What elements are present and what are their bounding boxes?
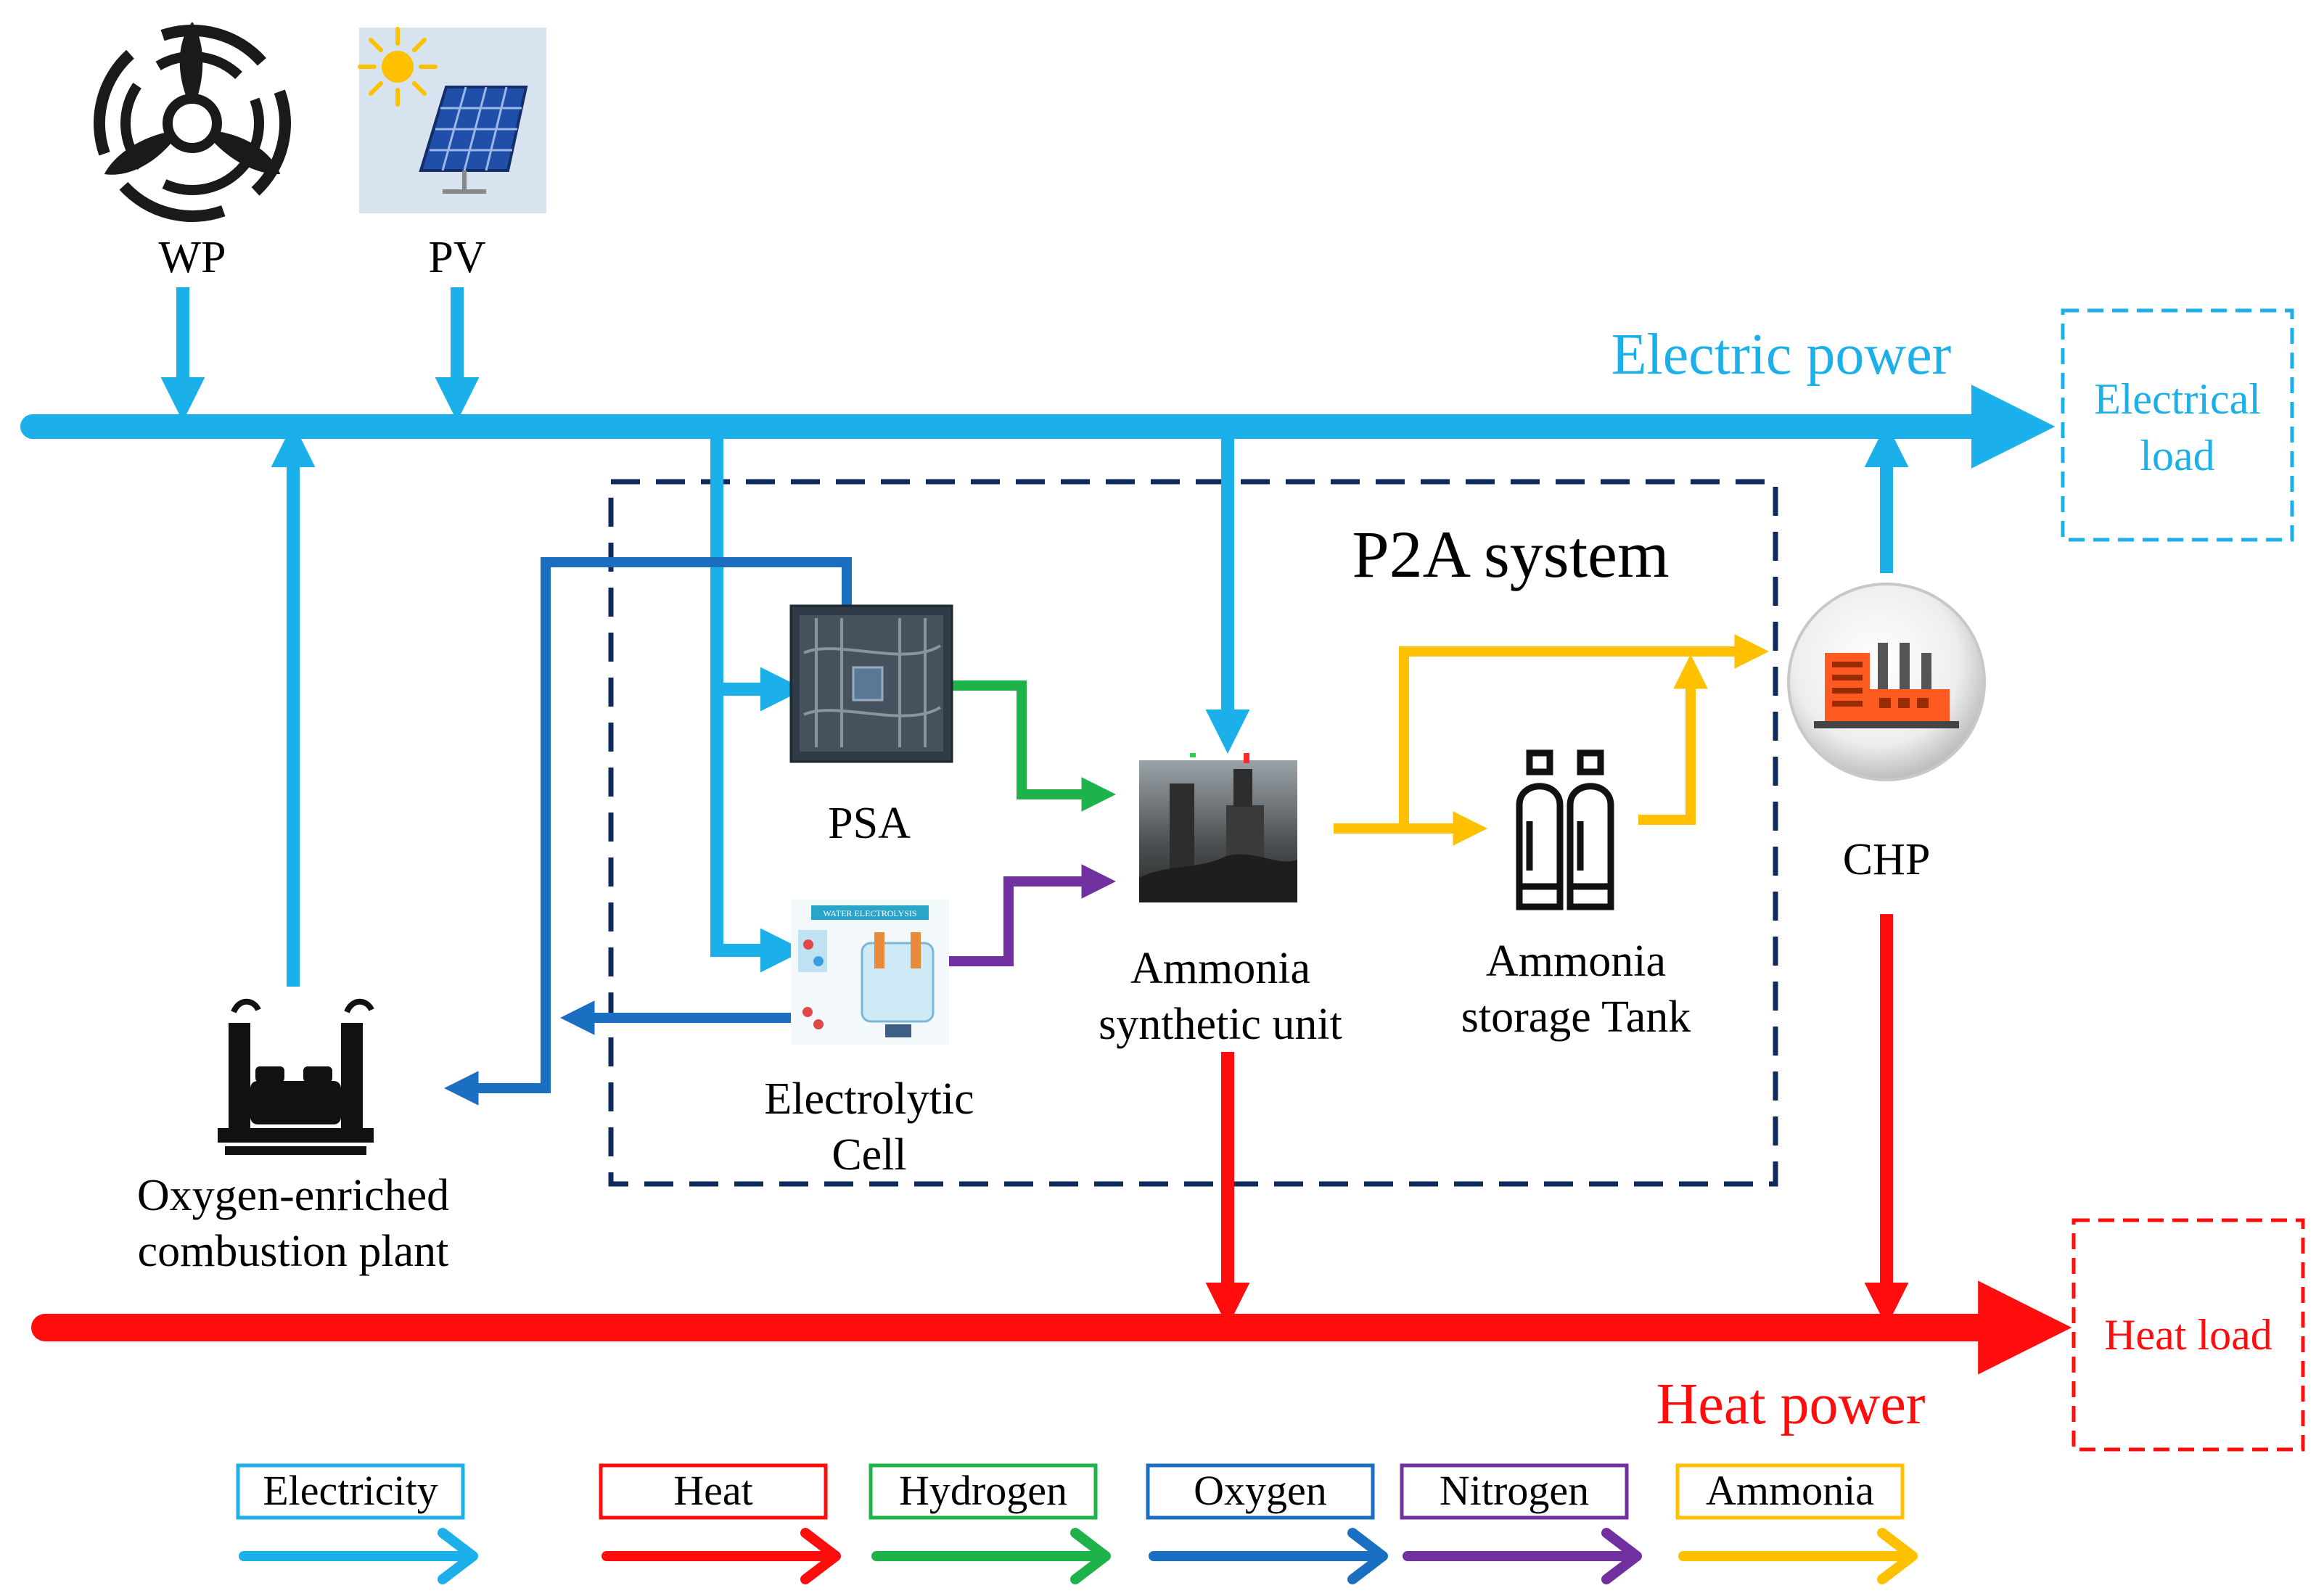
legend-item-heat: Heat <box>599 1463 841 1584</box>
legend-arrowhead <box>1347 1528 1388 1584</box>
ammonia-unit-label-line2: synthetic unit <box>1099 1000 1342 1049</box>
electric-power-label: Electric power <box>1611 323 1952 387</box>
heat-load-box <box>2072 1218 2305 1452</box>
legend-arrowhead <box>1877 1528 1918 1584</box>
nitrogen-flow-line <box>947 864 1117 966</box>
electrical-load-line1: Electrical <box>2094 375 2261 423</box>
ammonia-storage-tank-icon <box>1516 749 1614 910</box>
legend-item-oxygen: Oxygen <box>1146 1463 1388 1584</box>
ammonia-flows <box>1334 634 1770 846</box>
psa-unit-image <box>789 604 953 763</box>
legend-arrowhead <box>1070 1528 1111 1584</box>
legend-label: Nitrogen <box>1440 1467 1589 1514</box>
heat-power-label: Heat power <box>1656 1373 1926 1436</box>
combustion-label-line2: combustion plant <box>138 1227 449 1276</box>
hydrogen-flow-line <box>952 680 1117 812</box>
legend: Electricity Heat Hydrogen Oxygen Nitrogen Amm… <box>236 1463 1918 1584</box>
legend-box <box>869 1463 1098 1520</box>
p2a-system-boundary <box>608 479 1778 1187</box>
legend-box <box>236 1463 465 1520</box>
ammonia-synthetic-unit-image <box>1139 753 1297 902</box>
legend-box <box>1675 1463 1905 1520</box>
p2a-system-label: P2A system <box>1352 517 1669 591</box>
ammonia-unit-label-line1: Ammonia <box>1130 944 1310 993</box>
legend-item-electricity: Electricity <box>236 1463 478 1584</box>
legend-arrowhead <box>438 1528 478 1584</box>
chp-label: CHP <box>1843 835 1931 884</box>
storage-tank-label-line1: Ammonia <box>1486 937 1666 986</box>
storage-tank-label-line2: storage Tank <box>1461 992 1691 1042</box>
electrical-load-line2: load <box>2140 432 2214 480</box>
pv-label: PV <box>428 233 485 282</box>
legend-box <box>599 1463 828 1520</box>
electrolysis-poster-title: WATER ELECTROLYSIS <box>823 908 916 918</box>
oxygen-flows <box>443 557 852 1106</box>
electrolytic-label-line1: Electrolytic <box>764 1074 974 1124</box>
heat-load-label: Heat load <box>2104 1311 2272 1359</box>
legend-item-nitrogen: Nitrogen <box>1400 1463 1642 1584</box>
ammonia-bypass-to-chp-line <box>1399 634 1770 828</box>
chp-factory-icon <box>1787 583 1986 781</box>
combustion-label-line1: Oxygen-enriched <box>137 1171 449 1220</box>
legend-box <box>1400 1463 1629 1520</box>
wind-turbine-icon <box>94 22 291 222</box>
legend-arrowhead <box>1601 1528 1642 1584</box>
electrolytic-cell-image: WATER ELECTROLYSIS <box>791 900 949 1045</box>
solar-panel-icon <box>358 27 546 213</box>
wp-label: WP <box>159 233 226 282</box>
psa-label: PSA <box>828 799 911 848</box>
psa-oxygen-line <box>443 557 852 1106</box>
legend-item-hydrogen: Hydrogen <box>869 1463 1111 1584</box>
legend-label: Ammonia <box>1706 1467 1874 1514</box>
legend-label: Electricity <box>263 1467 438 1514</box>
legend-label: Oxygen <box>1194 1467 1327 1514</box>
legend-item-ammonia: Ammonia <box>1675 1463 1918 1584</box>
legend-arrowhead <box>800 1528 841 1584</box>
electrical-load-box <box>2061 308 2294 542</box>
legend-label: Hydrogen <box>899 1467 1067 1514</box>
tank-to-chp-line <box>1638 654 1708 825</box>
electricity-flows <box>160 287 1909 987</box>
legend-label: Heat <box>673 1467 753 1514</box>
electrolytic-label-line2: Cell <box>832 1130 906 1180</box>
legend-box <box>1146 1463 1375 1520</box>
combustion-plant-icon <box>218 998 374 1155</box>
bus-to-electrolytic-line <box>710 427 805 973</box>
